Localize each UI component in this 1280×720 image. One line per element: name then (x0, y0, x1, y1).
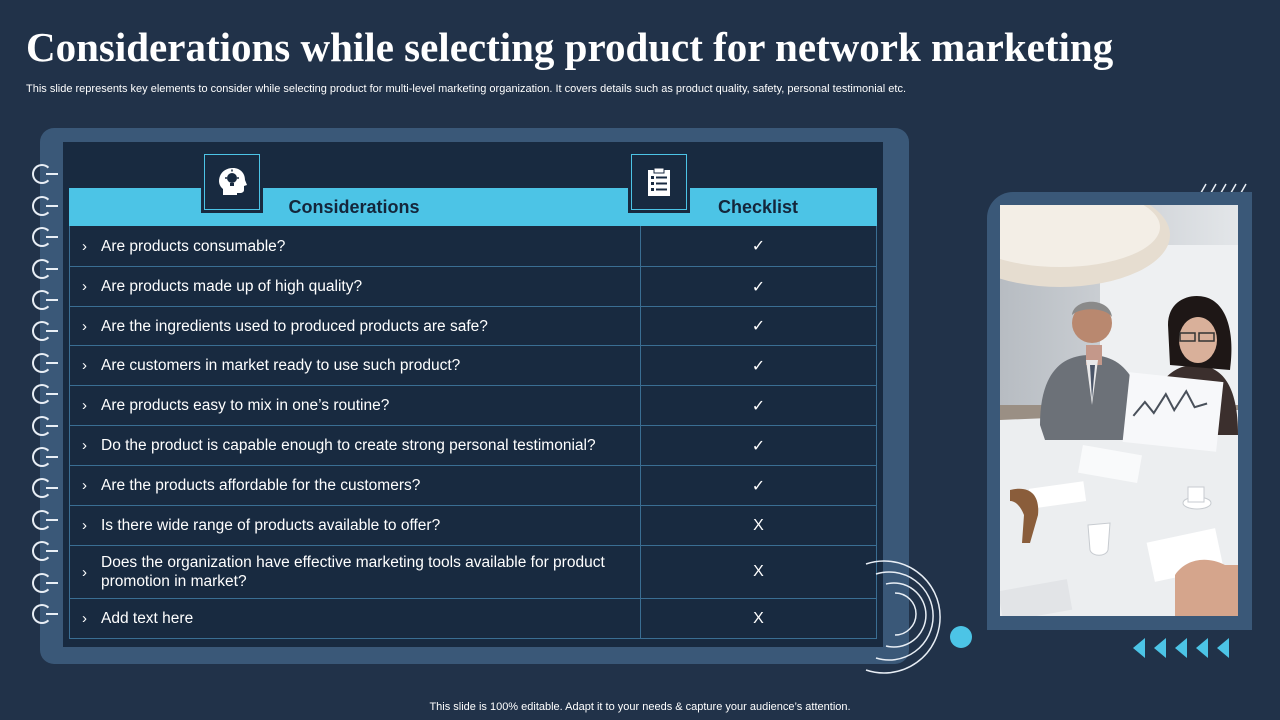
consideration-text: Do the product is capable enough to crea… (101, 437, 596, 454)
consideration-cell: › Are products easy to mix in one’s routi… (70, 386, 641, 425)
ring-icon (32, 321, 58, 341)
chevron-right-icon: › (82, 437, 87, 454)
ring-icon (32, 510, 58, 530)
table-body: › Are products consumable? ✓ › Are products … (69, 226, 877, 639)
consideration-cell: › Does the organization have effective ma… (70, 546, 641, 598)
ring-icon (32, 196, 58, 216)
ring-icon (32, 573, 58, 593)
consideration-text: Are products easy to mix in one’s routin… (101, 397, 390, 414)
table-row: › Are products consumable? ✓ (69, 226, 877, 267)
ring-icon (32, 478, 58, 498)
ring-icon (32, 227, 58, 247)
table-header: Considerations Checklist (69, 188, 877, 226)
table-row: › Are the ingredients used to produced pr… (69, 307, 877, 346)
consideration-cell: › Are the products affordable for the cus… (70, 466, 641, 505)
chevron-right-icon: › (82, 357, 87, 374)
chevron-right-icon: › (82, 563, 87, 581)
table-row: › Do the product is capable enough to cre… (69, 426, 877, 466)
chevron-right-icon: › (82, 237, 87, 255)
checklist-cell: ✓ (751, 397, 766, 415)
consideration-cell: › Are products consumable? (70, 226, 641, 266)
checklist-cell: ✓ (751, 357, 766, 375)
slide-title: Considerations while selecting product f… (26, 24, 1114, 70)
checklist-cell: X (753, 609, 764, 627)
header-considerations: Considerations (288, 196, 420, 217)
ring-icon (32, 259, 58, 279)
consideration-text: Are products consumable? (101, 237, 286, 255)
chevron-right-icon: › (82, 477, 87, 494)
consideration-text: Are customers in market ready to use suc… (101, 357, 461, 374)
table-row: › Are the products affordable for the cus… (69, 466, 877, 506)
slide-footer: This slide is 100% editable. Adapt it to… (429, 701, 851, 713)
left-arrows-decoration (1133, 638, 1229, 658)
checklist-cell: X (753, 516, 764, 534)
ring-icon (32, 290, 58, 310)
notebook-panel (63, 142, 883, 647)
considerations-table: Considerations Checklist › Are products c… (69, 188, 877, 639)
ring-icon (32, 416, 58, 436)
ring-icon (32, 447, 58, 467)
chevron-right-icon: › (82, 317, 87, 335)
checklist-cell: ✓ (751, 318, 766, 335)
header-checklist: Checklist (717, 196, 799, 217)
meeting-illustration (1000, 205, 1238, 616)
table-row: › Add text here X (69, 599, 877, 639)
consideration-cell: › Are products made up of high quality? (70, 267, 641, 306)
checklist-cell: ✓ (751, 238, 766, 255)
consideration-cell: › Are the ingredients used to produced pr… (70, 307, 641, 345)
table-row: › Are products made up of high quality? ✓ (69, 267, 877, 307)
consideration-text: Are the ingredients used to produced pro… (101, 317, 488, 335)
checklist-icon-box (628, 151, 690, 213)
chevron-right-icon: › (82, 278, 87, 295)
business-meeting-photo (1000, 205, 1238, 616)
table-row: › Is there wide range of products availab… (69, 506, 877, 546)
ring-icon (32, 384, 58, 404)
table-row: › Are products easy to mix in one’s routi… (69, 386, 877, 426)
chevron-right-icon: › (82, 397, 87, 414)
table-row: › Are customers in market ready to use su… (69, 346, 877, 386)
consideration-cell: › Add text here (70, 599, 641, 638)
clipboard-checklist-icon (648, 167, 670, 196)
ring-icon (32, 541, 58, 561)
consideration-text: Are products made up of high quality? (101, 278, 363, 295)
chevron-right-icon: › (82, 517, 87, 534)
checklist-cell: X (753, 563, 764, 580)
ring-icon (32, 164, 58, 184)
consideration-cell: › Do the product is capable enough to cre… (70, 426, 641, 465)
concentric-circles-decoration (865, 560, 972, 674)
considerations-icon-box (201, 151, 263, 213)
consideration-cell: › Is there wide range of products availab… (70, 506, 641, 545)
chevron-right-icon: › (82, 610, 87, 627)
head-lightbulb-icon (219, 168, 247, 195)
table-row: › Does the organization have effective ma… (69, 546, 877, 599)
consideration-text: Add text here (101, 610, 194, 627)
consideration-cell: › Are customers in market ready to use su… (70, 346, 641, 385)
checklist-cell: ✓ (751, 437, 766, 455)
consideration-text: Are the products affordable for the cust… (101, 477, 421, 494)
checklist-cell: ✓ (751, 477, 766, 495)
slide-subtitle: This slide represents key elements to co… (26, 83, 907, 95)
ring-icon (32, 604, 58, 624)
checklist-cell: ✓ (751, 278, 766, 296)
consideration-text: Is there wide range of products availabl… (101, 517, 441, 534)
consideration-text: Does the organization have effective mar… (101, 554, 605, 590)
ring-icon (32, 353, 58, 373)
